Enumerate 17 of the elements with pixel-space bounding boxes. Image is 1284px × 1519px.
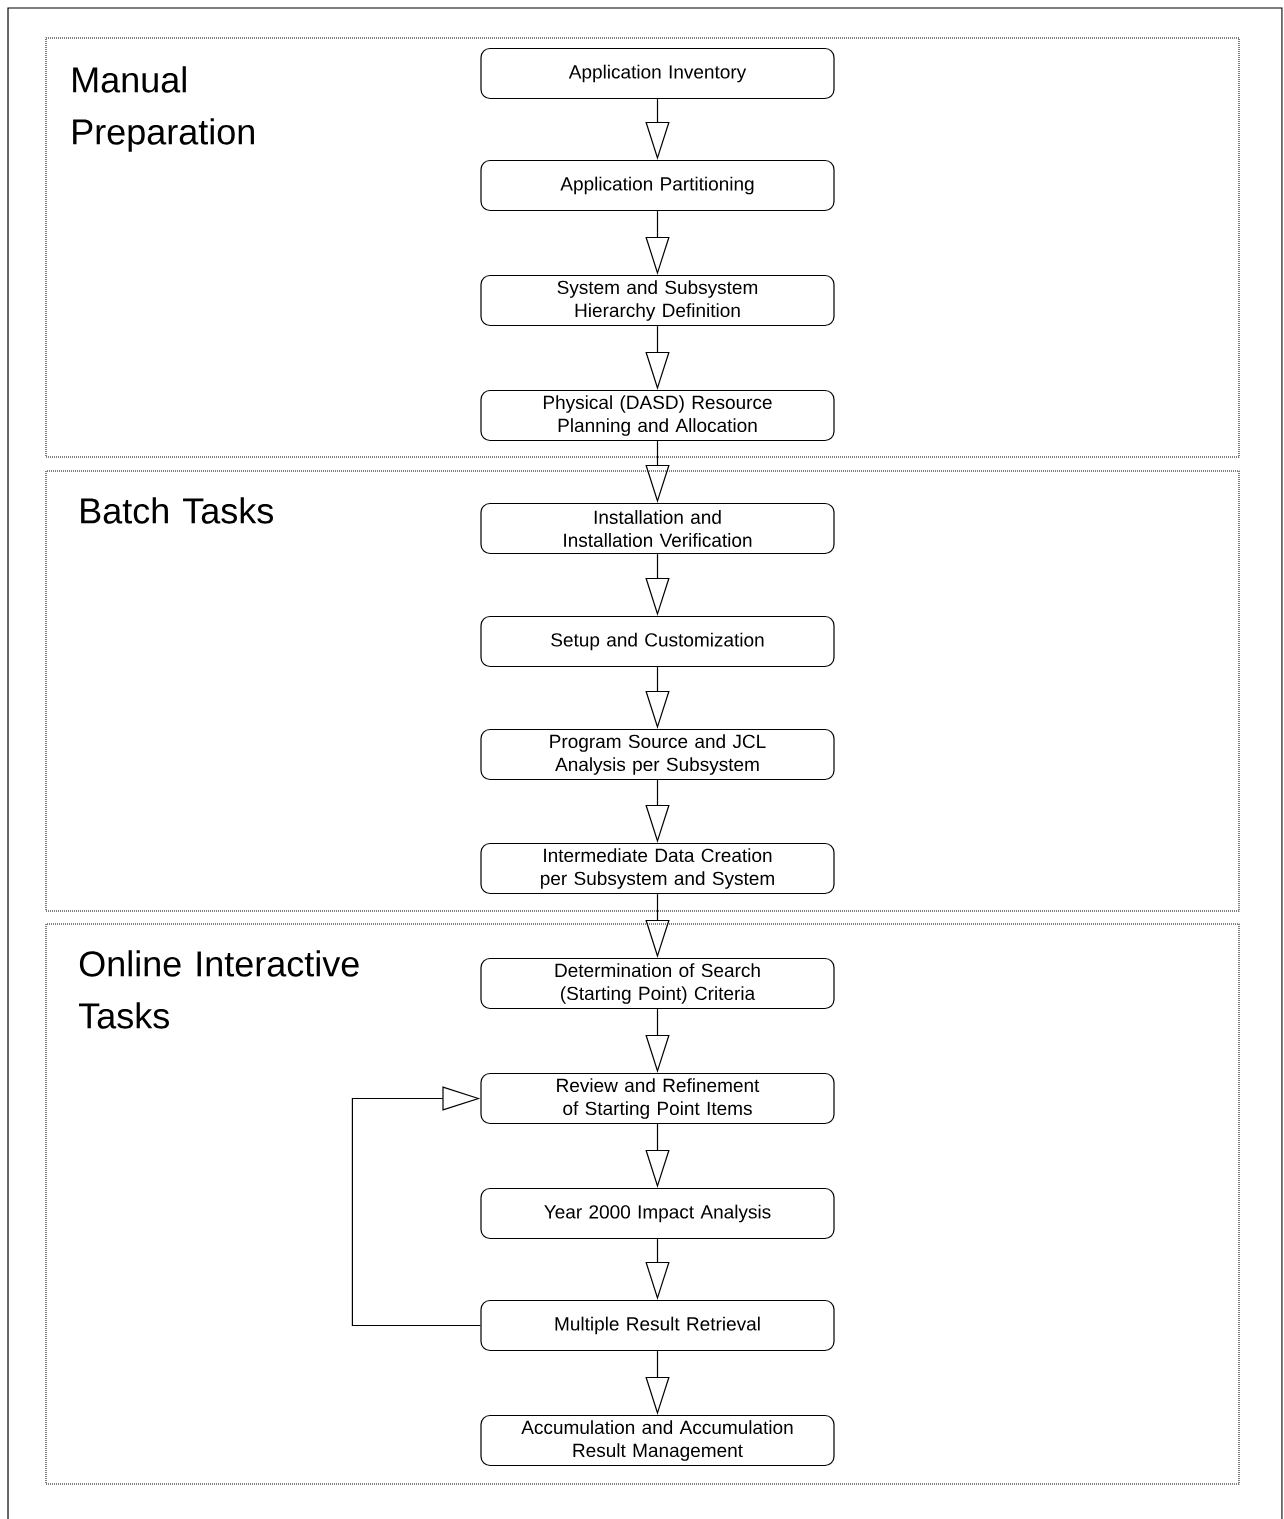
panel-heading: Batch Tasks bbox=[81, 497, 273, 524]
process-box: Review and Refinement of Starting Point Items bbox=[480, 1072, 835, 1125]
process-box: Accumulation and Accumulation Result Management bbox=[480, 1414, 835, 1467]
panel-heading: Manual Preparation bbox=[73, 66, 254, 152]
process-box: Setup and Customization bbox=[480, 615, 835, 668]
process-box: Determination of Search (Starting Point) Criteria bbox=[480, 957, 835, 1010]
arrow bbox=[351, 1086, 481, 1327]
panel-heading: Online Interactive Tasks bbox=[79, 950, 359, 1029]
process-box: Application Inventory bbox=[480, 47, 835, 100]
process-box: Installation and Installation Verification bbox=[480, 502, 835, 555]
process-box: Intermediate Data Creation per Subsystem and System bbox=[480, 842, 835, 895]
process-box: Program Source and JCL Analysis per Subsystem bbox=[480, 728, 835, 781]
process-box: System and Subsystem Hierarchy Definition bbox=[480, 274, 835, 327]
process-box: Application Partitioning bbox=[480, 159, 835, 212]
process-box: Physical (DASD) Resource Planning and Allocation bbox=[480, 389, 835, 442]
process-box: Multiple Result Retrieval bbox=[480, 1299, 835, 1352]
process-box: Year 2000 Impact Analysis bbox=[480, 1187, 835, 1240]
